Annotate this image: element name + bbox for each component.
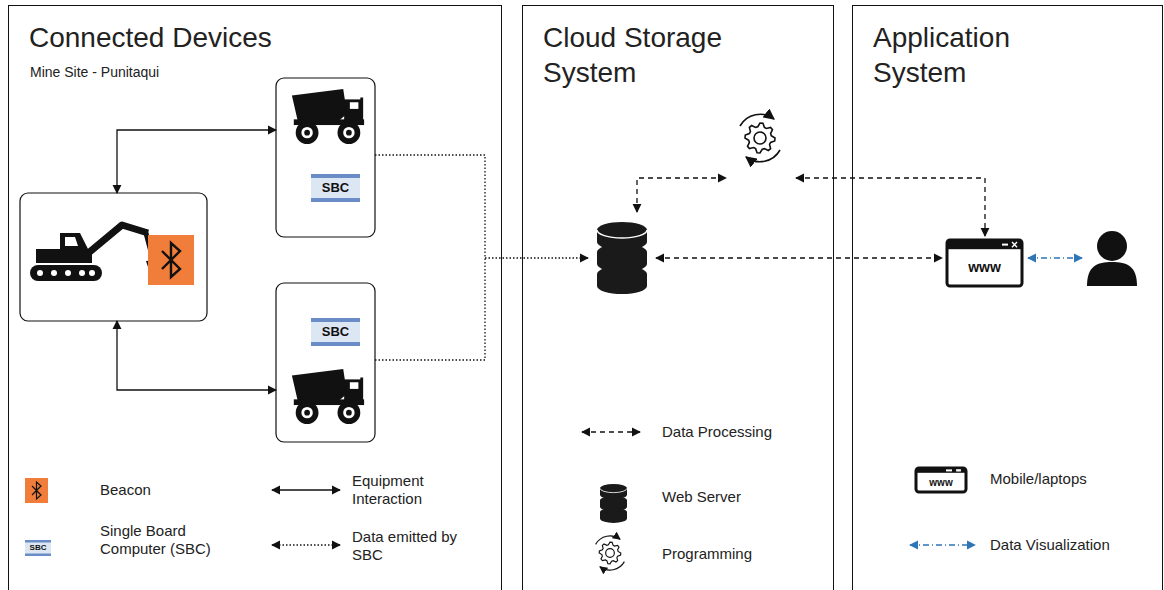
panel-title: Application System bbox=[873, 20, 1083, 90]
sbc-legend-icon bbox=[25, 554, 51, 557]
interaction-arrow bbox=[117, 321, 276, 390]
dump-truck-icon bbox=[292, 369, 364, 424]
legend-text: Data Processing bbox=[662, 423, 822, 441]
beacon-icon bbox=[25, 478, 48, 503]
device-panel: Connected DevicesMine Site - PunitaquiSB… bbox=[8, 5, 502, 590]
beacon-icon bbox=[148, 235, 194, 285]
processing-arrow bbox=[637, 178, 726, 212]
browser-icon bbox=[947, 240, 1022, 286]
sbc-legend-icon bbox=[25, 540, 51, 543]
www-label: www bbox=[916, 473, 966, 492]
sbc-label: SBC bbox=[319, 180, 352, 196]
legend-text: Programming bbox=[662, 545, 822, 563]
browser-icon bbox=[916, 468, 966, 492]
legend-text: Single Board Computer (SBC) bbox=[100, 522, 230, 558]
panel-title: Cloud Storage System bbox=[543, 20, 783, 90]
sbc-label: SBC bbox=[319, 324, 352, 340]
visualization-arrow bbox=[1028, 257, 1082, 258]
legend-text: Equipment Interaction bbox=[352, 472, 472, 508]
dump-truck-icon bbox=[292, 89, 364, 144]
database-icon bbox=[597, 222, 647, 294]
legend-line bbox=[910, 544, 975, 545]
legend-text: Mobile/laptops bbox=[990, 470, 1150, 488]
sbc-badge: SBC bbox=[311, 174, 360, 202]
application-panel: Application System bbox=[852, 5, 1163, 590]
sbc-icon-label: SBC bbox=[25, 542, 51, 554]
legend-line bbox=[272, 544, 340, 545]
user-icon bbox=[1087, 231, 1137, 286]
excavator-box bbox=[20, 193, 207, 321]
data-line bbox=[375, 155, 485, 360]
panel-subtitle: Mine Site - Punitaqui bbox=[30, 64, 159, 80]
processing-arrow bbox=[656, 257, 942, 258]
sbc-badge: SBC bbox=[311, 318, 360, 346]
www-label: www bbox=[947, 253, 1022, 281]
panel-title: Connected Devices bbox=[29, 20, 272, 55]
database-icon bbox=[600, 484, 627, 523]
gear-icon bbox=[596, 536, 625, 570]
legend-text: Beacon bbox=[100, 481, 250, 499]
gear-icon bbox=[740, 114, 780, 161]
sbc-legend-icon bbox=[25, 540, 51, 556]
truck-box bbox=[276, 283, 375, 442]
processing-arrow bbox=[796, 178, 985, 236]
legend-line bbox=[582, 431, 640, 432]
excavator-icon bbox=[30, 225, 164, 281]
legend-text: Web Server bbox=[662, 488, 822, 506]
legend-text: Data Visualization bbox=[990, 536, 1158, 554]
truck-box bbox=[276, 78, 375, 237]
interaction-arrow bbox=[117, 130, 276, 193]
legend-text: Data emitted by SBC bbox=[352, 528, 462, 564]
legend-line bbox=[272, 489, 340, 490]
data-line bbox=[485, 257, 588, 258]
